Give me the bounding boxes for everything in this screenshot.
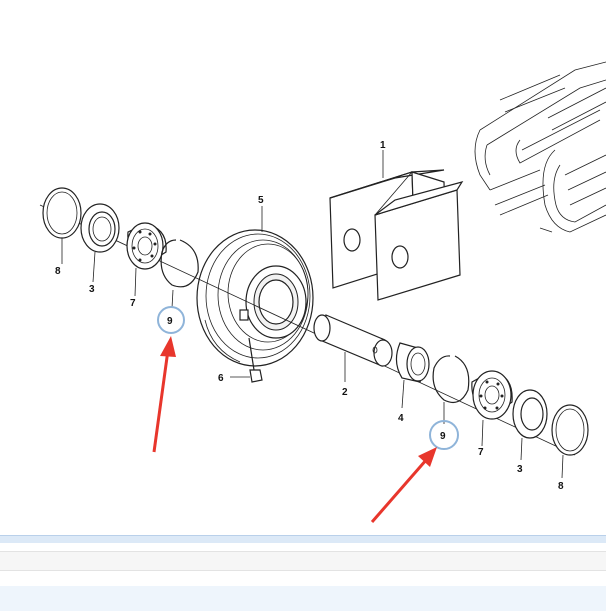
callout-7-right: 7 bbox=[478, 447, 484, 458]
callout-7-left: 7 bbox=[130, 298, 136, 309]
callout-1: 1 bbox=[380, 140, 386, 151]
ui-footer-strip bbox=[0, 586, 606, 611]
callout-3-left: 3 bbox=[89, 284, 95, 295]
pin-part-2 bbox=[313, 314, 393, 382]
ui-separator-bar bbox=[0, 535, 606, 543]
callout-9-right: 9 bbox=[440, 431, 446, 442]
callout-9-left: 9 bbox=[167, 316, 173, 327]
circlip-part-9-left bbox=[160, 239, 199, 309]
red-arrow-left bbox=[152, 336, 176, 453]
callout-4: 4 bbox=[398, 413, 404, 424]
bearing-part-7-right bbox=[471, 370, 513, 447]
seal-part-3-left bbox=[80, 203, 120, 283]
seal-part-3-right bbox=[512, 389, 548, 461]
callout-5: 5 bbox=[258, 195, 264, 206]
ui-toolbar-strip bbox=[0, 551, 606, 571]
bearing-part-7-left bbox=[126, 222, 167, 297]
grease-nipple-part-6 bbox=[230, 337, 263, 383]
roller-part-5 bbox=[196, 229, 314, 367]
callout-8-left: 8 bbox=[55, 266, 61, 277]
o-ring-part-8-left bbox=[42, 187, 82, 264]
bracket-part-1 bbox=[329, 169, 464, 301]
track-frame bbox=[474, 61, 606, 233]
callout-2: 2 bbox=[342, 387, 348, 398]
highlight-circle-left bbox=[157, 306, 185, 334]
highlight-circle-right bbox=[429, 420, 459, 450]
bushing-part-4 bbox=[395, 342, 430, 409]
o-ring-part-8-right bbox=[551, 404, 589, 479]
circlip-part-9-right bbox=[432, 355, 470, 424]
callout-3-right: 3 bbox=[517, 464, 523, 475]
red-arrow-right bbox=[370, 447, 437, 523]
callout-8-right: 8 bbox=[558, 481, 564, 492]
callout-6: 6 bbox=[218, 373, 224, 384]
exploded-parts-diagram: 1 5 8 3 7 9 6 2 4 9 7 3 8 bbox=[39, 61, 606, 523]
